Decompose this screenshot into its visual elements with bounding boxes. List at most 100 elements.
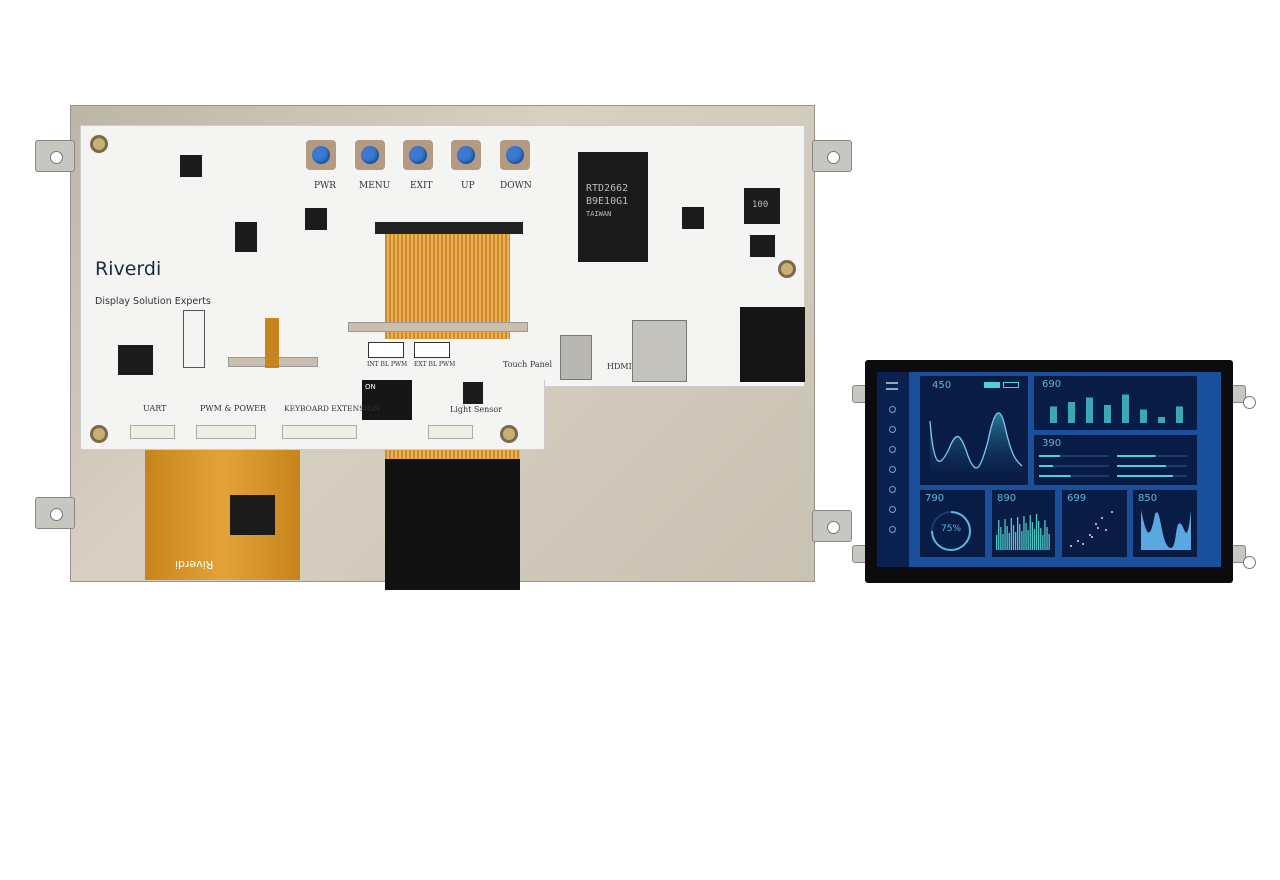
progress-fill — [1039, 455, 1060, 457]
pwr-button[interactable] — [306, 140, 336, 170]
mounting-tab — [35, 497, 75, 529]
dip-switch-ext-bl-pwm[interactable] — [414, 342, 450, 358]
dip-switch-int-bl-pwm[interactable] — [368, 342, 404, 358]
line-chart — [929, 412, 1023, 479]
dc-power-jack[interactable] — [740, 307, 805, 382]
lcd-ribbon — [385, 234, 510, 339]
ic — [750, 235, 775, 257]
mounting-hole — [90, 425, 108, 443]
scatter-point — [1101, 517, 1103, 519]
uart-connector[interactable] — [130, 425, 175, 439]
histogram-bar — [996, 535, 998, 550]
pwm-power-connector[interactable] — [196, 425, 256, 439]
keyboard-extension-connector[interactable] — [282, 425, 357, 439]
scatter-point — [1105, 529, 1107, 531]
uart-label: UART — [143, 404, 167, 413]
ic — [180, 155, 202, 177]
bar — [1104, 405, 1111, 423]
scatter-point — [1095, 523, 1097, 525]
scatter-panel: 699 — [1062, 490, 1127, 557]
lcd-connector — [375, 222, 523, 234]
histogram-bar — [1006, 526, 1008, 550]
chip-text: TAIWAN — [586, 210, 612, 218]
histogram-bar — [1021, 531, 1023, 550]
scaler-chip: RTD2662 B9E10G1 TAIWAN — [578, 152, 648, 262]
histogram-bar — [998, 520, 1000, 550]
area-panel: 850 — [1133, 490, 1197, 557]
progress-value: 390 — [1042, 438, 1062, 449]
mounting-hole — [90, 135, 108, 153]
histogram-bar — [1042, 535, 1044, 550]
hdmi-port[interactable] — [632, 320, 687, 382]
home-icon[interactable] — [889, 406, 896, 413]
toggle-button[interactable] — [1003, 382, 1019, 388]
mounting-tab — [812, 140, 852, 172]
down-label: DOWN — [500, 181, 532, 191]
scatter-point — [1070, 545, 1072, 547]
ic-footprint — [183, 310, 205, 368]
menu-button[interactable] — [355, 140, 385, 170]
light-sensor-connector[interactable] — [428, 425, 473, 439]
up-button[interactable] — [451, 140, 481, 170]
lcd-flex-cable — [385, 450, 520, 590]
light-sensor-label: Light Sensor — [450, 405, 503, 414]
progress-fill — [1117, 465, 1166, 467]
down-button[interactable] — [500, 140, 530, 170]
document-icon[interactable] — [889, 486, 896, 493]
histogram-bar — [1019, 524, 1021, 550]
usb-port[interactable] — [560, 335, 592, 380]
cart-icon[interactable] — [889, 446, 896, 453]
flex-brand-text: Riverdi — [175, 558, 214, 571]
int-bl-pwm-label: INT BL PWM — [367, 361, 408, 368]
hdmi-label: HDMI — [607, 362, 632, 371]
up-label: UP — [461, 181, 475, 191]
globe-icon[interactable] — [889, 426, 896, 433]
toggle-button[interactable] — [984, 382, 1000, 388]
gauge-value: 790 — [925, 493, 945, 504]
bar — [1176, 406, 1183, 423]
scatter-point — [1082, 543, 1084, 545]
main-value: 450 — [932, 380, 952, 391]
mounting-tab — [812, 510, 852, 542]
histogram-bar — [1023, 516, 1025, 550]
dashboard-sidebar — [877, 372, 909, 567]
bar-chart-panel: 690 — [1034, 376, 1197, 430]
histogram-bar — [1014, 532, 1017, 550]
ic — [118, 345, 153, 375]
histogram-bar — [1025, 523, 1027, 550]
histogram-bar — [1027, 530, 1029, 550]
bar — [1050, 406, 1057, 423]
dip-switch-sw6[interactable]: ON — [362, 380, 412, 420]
star-icon[interactable] — [889, 466, 896, 473]
light-sensor-ic — [463, 382, 483, 404]
touch-controller-chip — [230, 495, 275, 535]
histogram-bar — [1046, 527, 1048, 550]
diamond-icon[interactable] — [889, 506, 896, 513]
progress-panel: 390 — [1034, 435, 1197, 485]
gauge-panel: 790 75% — [920, 490, 985, 557]
bar-chart — [1050, 394, 1183, 423]
histogram-bar — [1029, 515, 1031, 550]
area-chart — [1141, 510, 1191, 550]
exit-button[interactable] — [403, 140, 433, 170]
board-slot — [348, 322, 528, 332]
scatter-plot — [1070, 511, 1113, 547]
histogram-bar — [1033, 529, 1036, 550]
mounting-tab — [35, 140, 75, 172]
histogram-bar — [1004, 519, 1006, 550]
histogram-bar — [1010, 518, 1012, 550]
inductor: 100 — [744, 188, 780, 224]
gauge-percent: 75% — [941, 524, 962, 534]
gauge-arc — [931, 511, 971, 551]
scatter-point — [1111, 511, 1113, 513]
tagline: Display Solution Experts — [95, 296, 211, 307]
inductor — [682, 207, 704, 229]
settings-icon[interactable] — [889, 526, 896, 533]
touch-flex-cable: Riverdi — [145, 440, 300, 580]
touch-panel-label: Touch Panel — [503, 360, 553, 369]
keyboard-extension-label: KEYBOARD EXTENSION — [284, 404, 380, 413]
scatter-point — [1097, 527, 1099, 529]
bar — [1158, 417, 1165, 423]
menu-icon[interactable] — [886, 382, 898, 390]
dip-on-label: ON — [365, 383, 376, 391]
